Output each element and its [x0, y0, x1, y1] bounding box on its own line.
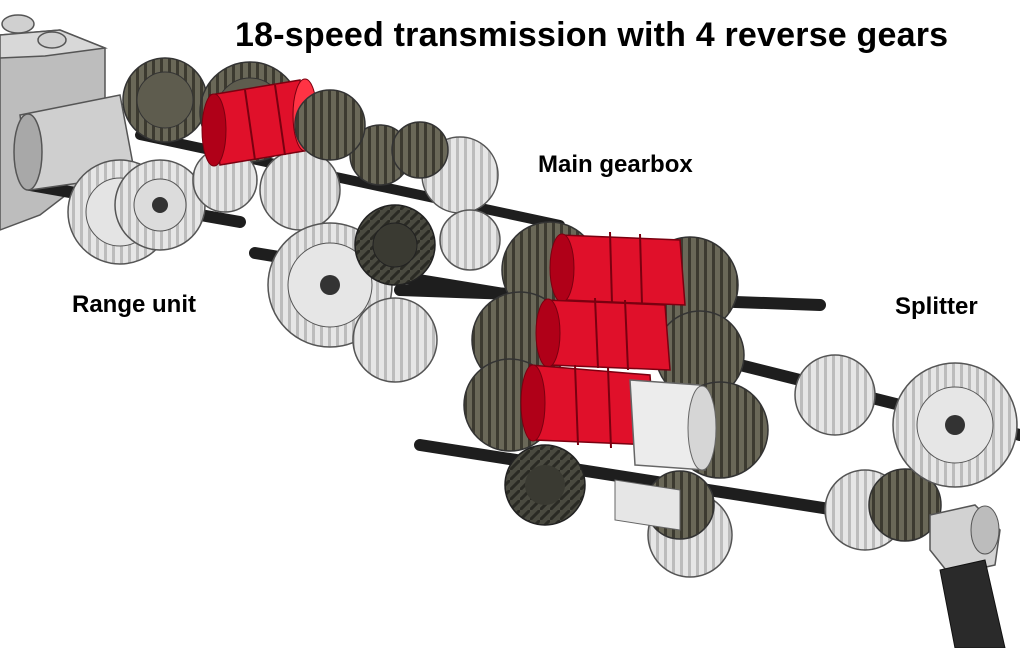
- output-connector: [929, 504, 1006, 648]
- splitter-label: Splitter: [895, 293, 978, 320]
- range-unit-label: Range unit: [72, 291, 196, 318]
- middle-gears: [267, 124, 501, 383]
- clutch-drum: [629, 379, 717, 471]
- lower-gears: [504, 444, 733, 578]
- diagram-title: 18-speed transmission with 4 reverse gea…: [235, 16, 949, 54]
- main-gearbox-label: Main gearbox: [538, 151, 693, 178]
- splitter-gears: [794, 354, 1018, 551]
- upper-dark-gears: [294, 89, 449, 179]
- main-gearbox-shifters: [520, 231, 686, 449]
